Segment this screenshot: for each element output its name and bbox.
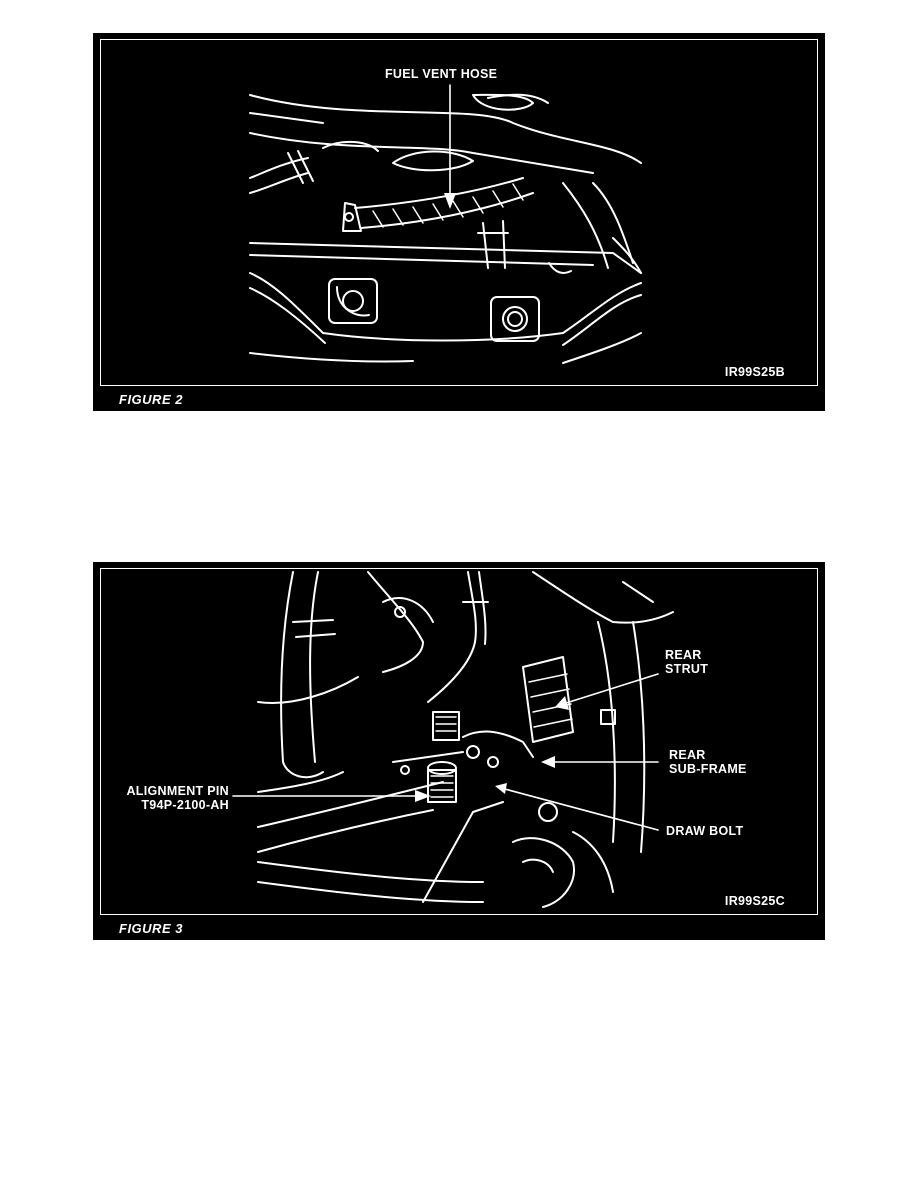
rear-strut-label: REAR STRUT	[665, 648, 708, 676]
alignment-pin-label-line2: T94P-2100-AH	[141, 798, 229, 812]
figure-3-frame	[100, 568, 818, 915]
figure-2: FUEL VENT HOSE IR99S25B FIGURE 2	[93, 33, 825, 411]
alignment-pin-label-line1: ALIGNMENT PIN	[126, 784, 229, 798]
figure-2-caption: FIGURE 2	[119, 392, 183, 407]
fuel-vent-hose-label: FUEL VENT HOSE	[385, 67, 498, 81]
rear-subframe-illustration	[232, 571, 674, 908]
rear-subframe-label: REAR SUB-FRAME	[669, 748, 747, 776]
figure-3: REAR STRUT REAR SUB-FRAME ALIGNMENT PIN …	[93, 562, 825, 940]
draw-bolt-label: DRAW BOLT	[666, 824, 744, 838]
rear-subframe-label-line2: SUB-FRAME	[669, 762, 747, 776]
rear-subframe-label-line1: REAR	[669, 748, 706, 762]
alignment-pin-label: ALIGNMENT PIN T94P-2100-AH	[107, 784, 229, 812]
figure-3-caption: FIGURE 3	[119, 921, 183, 936]
figure-2-code: IR99S25B	[724, 365, 785, 379]
figure-3-code: IR99S25C	[724, 894, 785, 908]
figure-2-frame	[100, 39, 818, 386]
rear-strut-label-line2: STRUT	[665, 662, 709, 676]
rear-strut-label-line1: REAR	[665, 648, 702, 662]
fuel-vent-hose-illustration	[249, 84, 642, 364]
